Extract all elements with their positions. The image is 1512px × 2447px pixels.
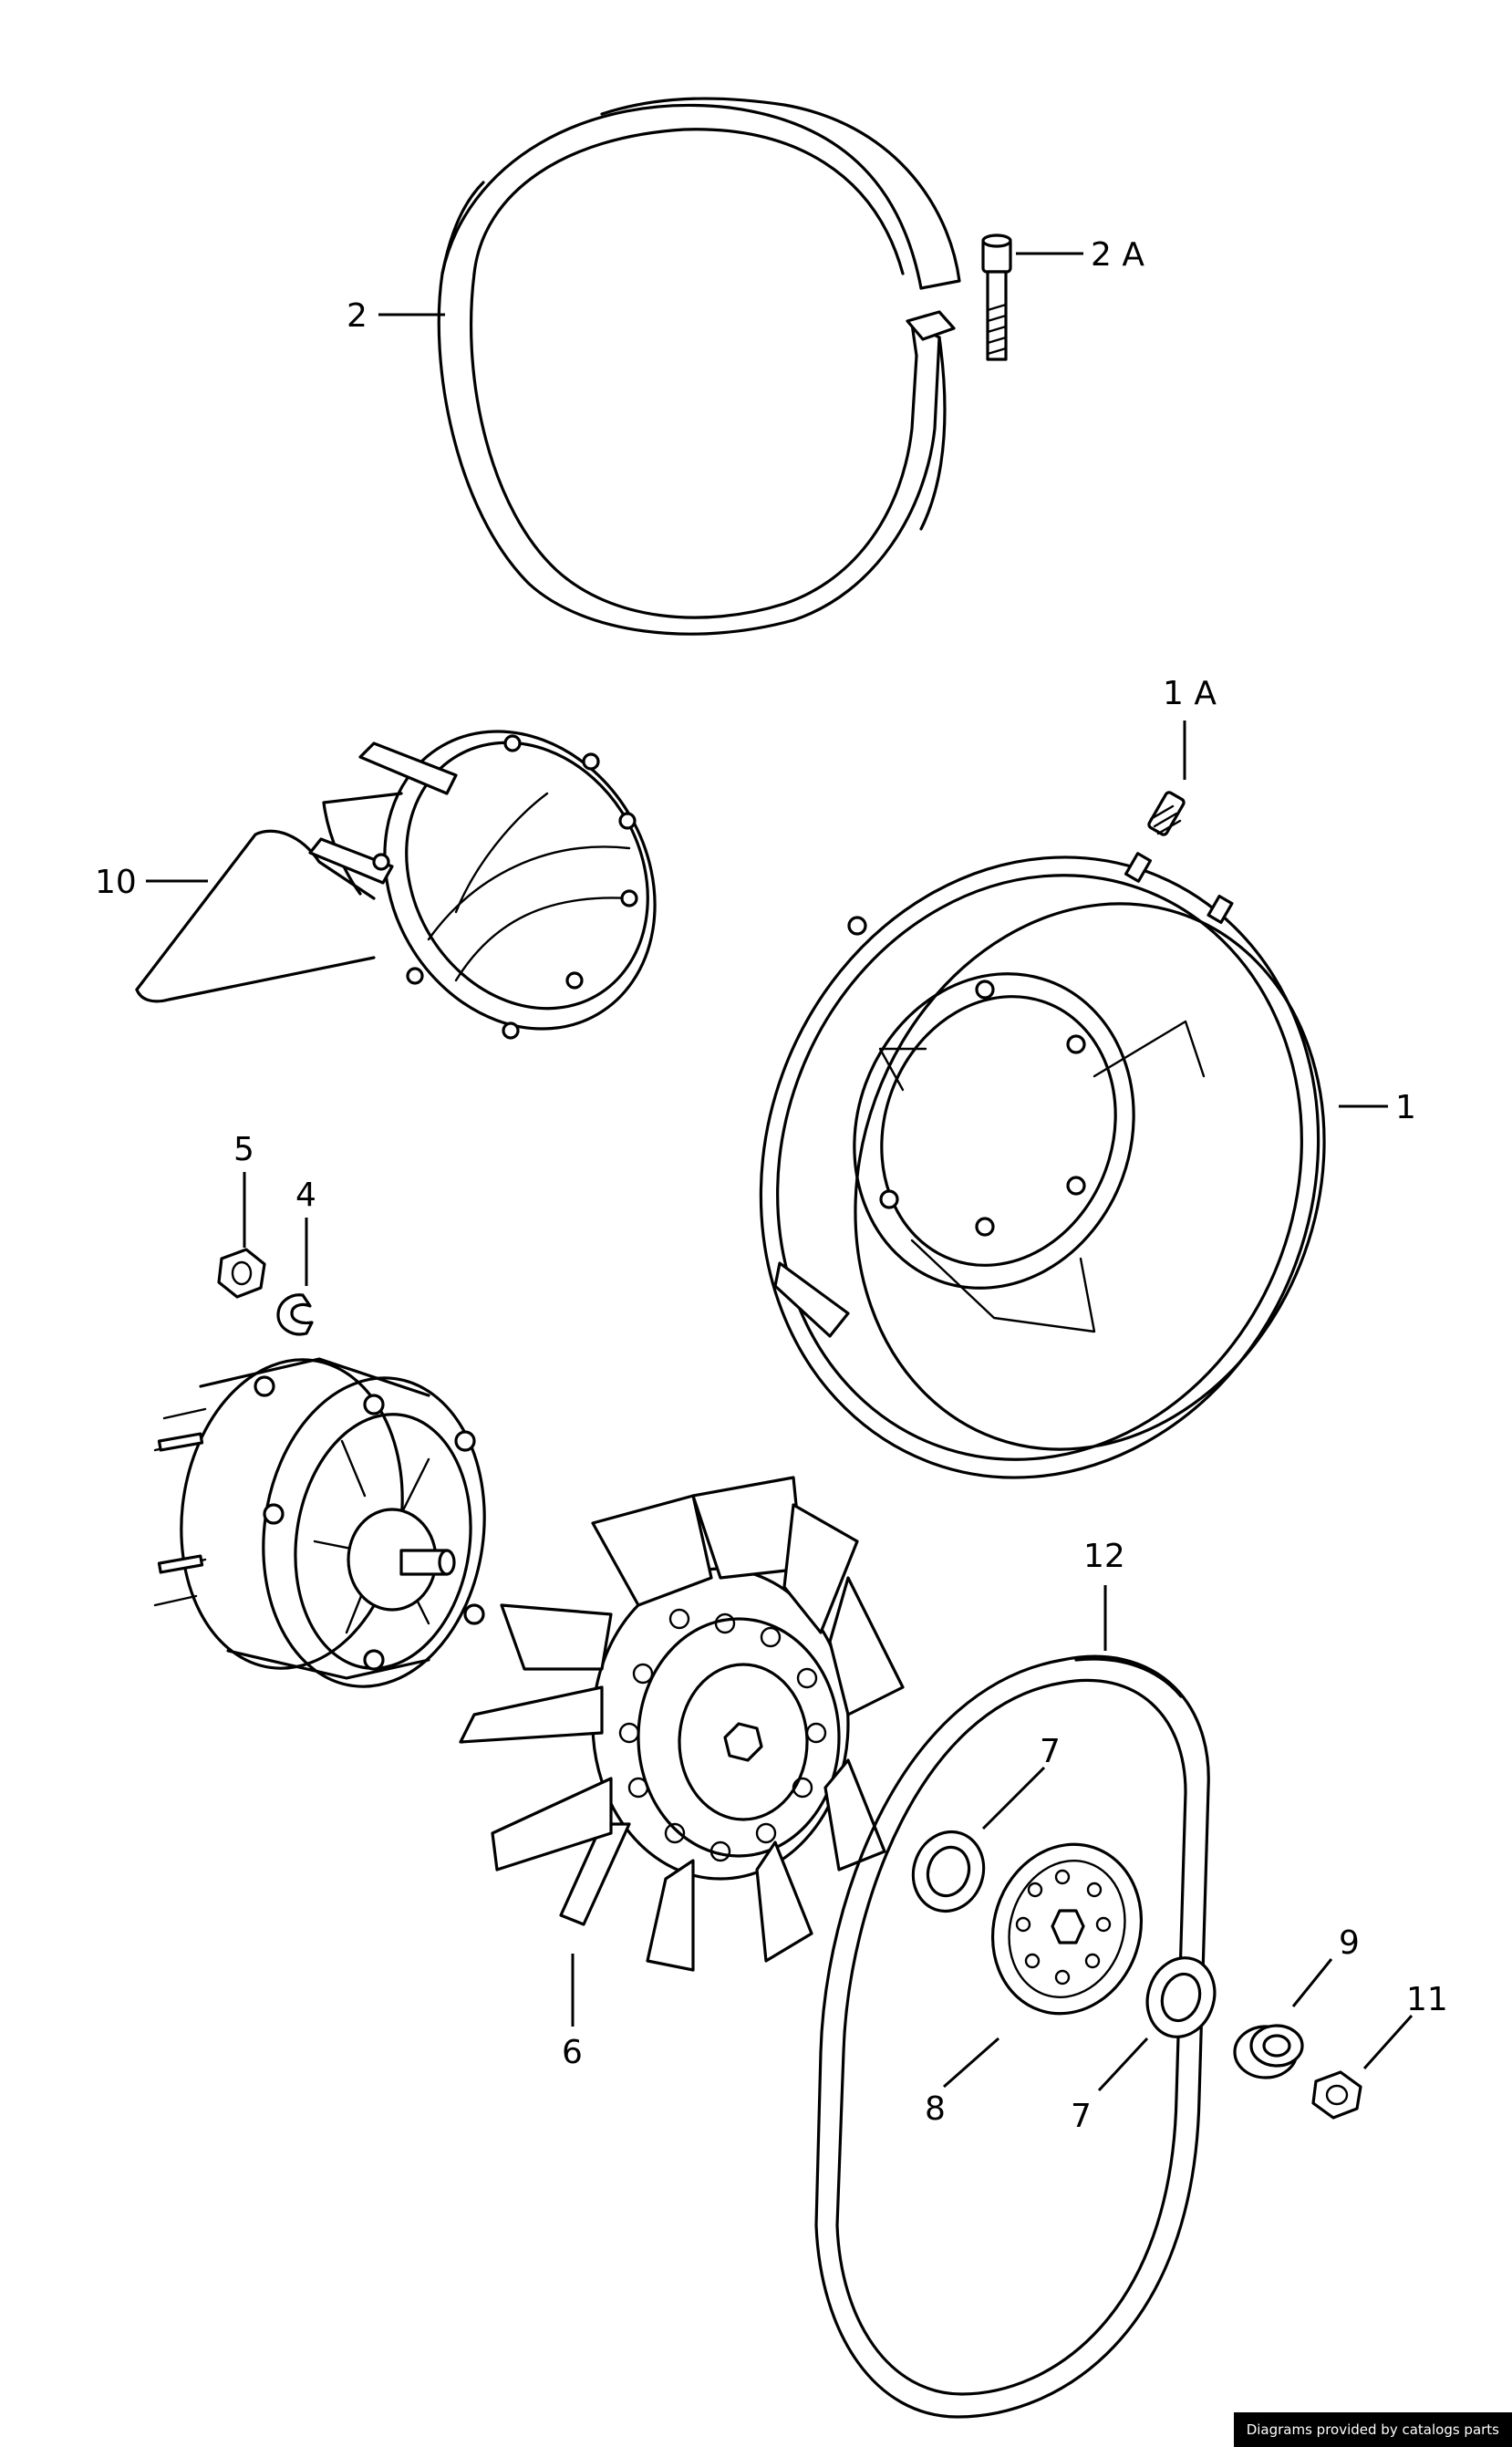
part-alternator — [153, 1357, 486, 1688]
callout-1: 1 — [1395, 1089, 1416, 1126]
callout-4: 4 — [295, 1177, 316, 1214]
callout-5: 5 — [233, 1131, 254, 1168]
callout-8: 8 — [925, 2090, 946, 2128]
part-air-guide — [135, 730, 657, 1040]
part-spacer-7b — [1145, 1956, 1217, 2038]
callout-9: 9 — [1339, 1924, 1360, 1962]
housing-studs — [1124, 852, 1234, 924]
part-stud-1a — [1147, 791, 1186, 836]
part-fan-impeller — [459, 1476, 905, 1972]
part-fan-housing — [759, 852, 1326, 1479]
part-clamp-band — [437, 97, 961, 636]
callout-1a: 1 A — [1163, 675, 1217, 712]
callout-2a: 2 A — [1091, 236, 1144, 274]
part-nut-11 — [1311, 2070, 1362, 2120]
part-pulley-8 — [990, 1842, 1144, 2016]
callout-labels: 2 2 A 1 A 10 1 5 4 12 7 9 11 8 7 6 — [95, 236, 1448, 2135]
callout-6: 6 — [562, 2034, 583, 2071]
callout-11: 11 — [1406, 1981, 1448, 2018]
alternator-bolts — [157, 1375, 485, 1671]
part-spacer-7a — [911, 1830, 986, 1913]
callout-7-lower: 7 — [1071, 2098, 1092, 2135]
callout-7-upper: 7 — [1040, 1733, 1061, 1770]
callout-2: 2 — [347, 297, 368, 335]
impeller-holes — [618, 1608, 827, 1862]
leader-lines — [146, 252, 1414, 2092]
part-nut-5 — [217, 1248, 266, 1299]
part-washer-4 — [276, 1293, 314, 1336]
impeller-blades — [459, 1476, 905, 1972]
part-screw-2a — [981, 233, 1012, 361]
part-v-belt — [814, 1654, 1210, 2419]
credit-badge: Diagrams provided by catalogs parts — [1233, 2412, 1512, 2447]
callout-12: 12 — [1083, 1538, 1125, 1575]
callout-10: 10 — [95, 864, 137, 901]
part-spacer-9 — [1233, 2024, 1304, 2079]
